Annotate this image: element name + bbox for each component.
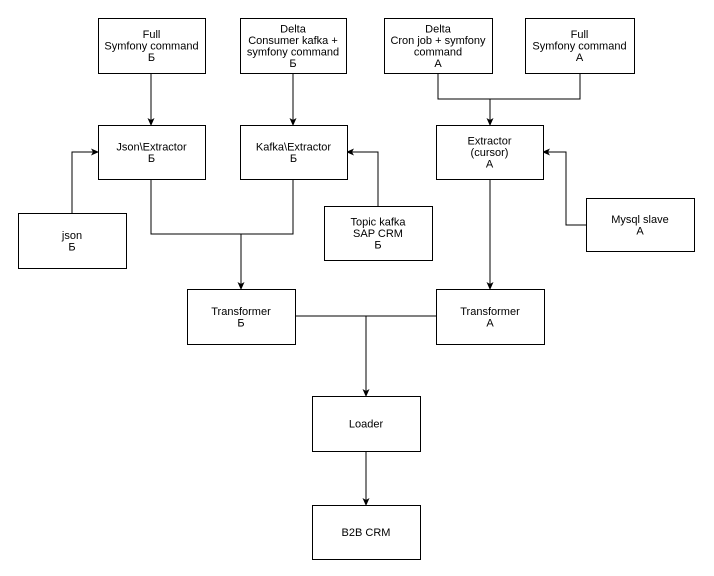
- node-label-line: Topic kafka: [350, 217, 406, 229]
- node-label-line: Mysql slave: [611, 214, 668, 226]
- node-label-line: Kafka\Extractor: [256, 141, 332, 153]
- node-label-line: Transformer: [211, 306, 271, 318]
- edge-delta-cron-to-extractor-cursor: [437, 73, 494, 126]
- node-label-line: Json\Extractor: [116, 141, 187, 153]
- node-label-line: command: [414, 46, 462, 58]
- edge-topic-kafka-to-kafka-extractor: [346, 148, 379, 206]
- node-label-line: symfony command: [247, 46, 339, 58]
- node-label-line: Б: [148, 153, 155, 165]
- node-label-line: Full: [143, 29, 161, 41]
- edge-mysql-slave-to-extractor-cursor: [542, 148, 586, 226]
- node-loader: Loader: [312, 396, 421, 452]
- edge-json-extractor-to-transformer-b: [150, 179, 245, 290]
- node-label-line: B2B CRM: [342, 527, 391, 539]
- node-label-line: (cursor): [471, 147, 509, 159]
- node-label-line: A: [486, 159, 494, 171]
- edge-full-symfony-a-to-extractor-cursor: [490, 73, 581, 100]
- edge-transformers-to-loader: [295, 315, 436, 396]
- node-label-line: Transformer: [460, 306, 520, 318]
- node-label-line: Delta: [280, 23, 307, 35]
- node-label-line: Delta: [425, 23, 452, 35]
- node-label-line: Б: [290, 153, 297, 165]
- node-label-line: Symfony command: [532, 41, 626, 53]
- node-label-line: Symfony command: [104, 41, 198, 53]
- node-label-line: Extractor: [467, 136, 511, 148]
- node-extractor-cursor-a: Extractor(cursor)A: [436, 125, 544, 180]
- edge-json-to-json-extractor: [71, 148, 99, 213]
- node-label-line: Loader: [349, 419, 384, 431]
- edge-kafka-extractor-to-transformer-b: [241, 179, 294, 235]
- node-label-line: A: [576, 52, 584, 64]
- node-label-line: Cron job + symfony: [390, 35, 486, 47]
- node-b2b-crm: B2B CRM: [312, 505, 421, 560]
- node-label-line: Consumer kafka +: [248, 35, 338, 47]
- node-label-line: Б: [237, 317, 244, 329]
- node-label-line: Б: [289, 58, 296, 70]
- node-label-line: Full: [571, 29, 589, 41]
- node-label-line: json: [61, 230, 82, 242]
- node-label-line: Б: [374, 240, 381, 252]
- node-label-line: Б: [68, 241, 75, 253]
- node-label-line: Б: [148, 52, 155, 64]
- node-label-line: A: [486, 317, 494, 329]
- node-label-line: A: [636, 225, 644, 237]
- node-label-line: A: [434, 58, 442, 70]
- edges: [71, 73, 586, 506]
- node-label-line: SAP CRM: [353, 228, 403, 240]
